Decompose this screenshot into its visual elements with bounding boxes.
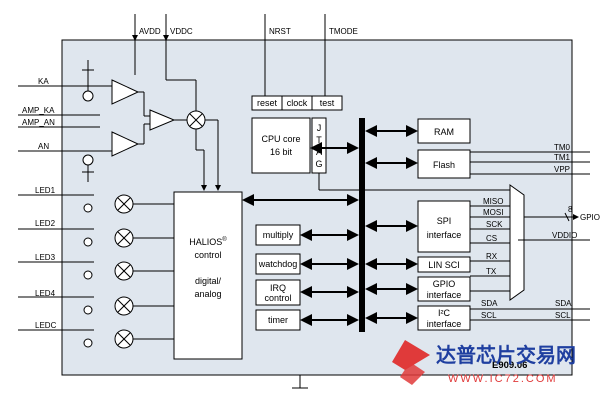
pin-vddc: VDDC (170, 27, 193, 36)
pin-led1: LED1 (35, 186, 56, 195)
halios-control: control (194, 250, 221, 260)
cpu-core-block (251, 117, 311, 174)
ram-block (417, 118, 471, 144)
irq-label: IRQ (270, 283, 286, 293)
sig-mosi: MOSI (483, 208, 503, 217)
halios-digital: digital/ (195, 276, 222, 286)
amp-ka (111, 79, 140, 105)
test-label: test (320, 98, 335, 108)
spi-label: SPI (437, 216, 452, 226)
sig-scl: SCL (481, 311, 497, 320)
lin-sci-label: LIN SCI (428, 260, 460, 270)
pin-amp-an: AMP_AN (22, 118, 55, 127)
lin-sci-block (417, 256, 471, 273)
pin-vddio: VDDIO (552, 231, 577, 240)
sig-cs: CS (486, 234, 497, 243)
jtag-t: T (316, 135, 322, 145)
amp-main (149, 109, 176, 131)
i2c-label: I²C (438, 308, 450, 318)
cpu-core-label: CPU core (261, 134, 300, 144)
ram-label: RAM (434, 127, 454, 137)
sig-sda: SDA (481, 299, 498, 308)
jtag-g: G (315, 159, 322, 169)
multiply-label: multiply (263, 230, 294, 240)
flash-label: Flash (433, 160, 455, 170)
jtag-j: J (317, 123, 322, 133)
pin-ledc: LEDC (35, 321, 57, 330)
i2c-interface-label: interface (427, 319, 462, 329)
pin-an: AN (38, 142, 49, 151)
halios-block (173, 191, 243, 360)
pin-ka: KA (38, 77, 49, 86)
irq-control-label: control (264, 293, 291, 303)
pin-scl: SCL (555, 311, 571, 320)
top-pins: AVDD VDDC NRST TMODE (132, 14, 358, 96)
pin-led2: LED2 (35, 219, 56, 228)
sig-miso: MISO (483, 197, 503, 206)
sig-sck: SCK (486, 220, 503, 229)
pin-tmode: TMODE (329, 27, 358, 36)
main-bus (359, 118, 365, 332)
pin-amp-ka: AMP_KA (22, 106, 55, 115)
pin-gpio: GPIO (580, 213, 600, 222)
led-drivers (18, 194, 174, 349)
pin-mux (509, 184, 525, 301)
sig-rx: RX (486, 252, 498, 261)
reset-label: reset (257, 98, 278, 108)
left-pins: KA AMP_KA AMP_AN AN LED1 LED2 LED3 LED4 … (22, 77, 57, 330)
pin-sda: SDA (555, 299, 572, 308)
sig-tx: TX (486, 267, 497, 276)
watchdog-label: watchdog (258, 259, 298, 269)
control-strip: reset clock test (251, 95, 343, 111)
amp-an (111, 131, 140, 157)
i2c-interface-block (417, 305, 471, 331)
gpio-interface-label: interface (427, 290, 462, 300)
pin-tm0: TM0 (554, 143, 571, 152)
irq-control-block (255, 279, 301, 306)
halios-name: HALIOS® (189, 236, 227, 247)
pin-nrst: NRST (269, 27, 291, 36)
pin-avdd: AVDD (139, 27, 161, 36)
timer-label: timer (268, 315, 288, 325)
watermark-url: WWW.IC72.COM (448, 373, 558, 385)
gpio-label: GPIO (433, 279, 456, 289)
flash-block (417, 149, 471, 179)
spi-interface-block (417, 200, 471, 253)
pin-tm1: TM1 (554, 153, 571, 162)
pin-led4: LED4 (35, 289, 56, 298)
halios-analog: analog (194, 289, 221, 299)
watermark-logo (392, 340, 430, 385)
pin-vpp: VPP (554, 165, 570, 174)
gpio-width: 8 (568, 205, 573, 214)
watermark-cn: 达普芯片交易网 (436, 343, 576, 367)
clock-label: clock (287, 98, 308, 108)
figure-id: E909.06 (492, 360, 527, 371)
gpio-interface-block (417, 276, 471, 302)
pin-led3: LED3 (35, 253, 56, 262)
spi-interface-label: interface (427, 230, 462, 240)
cpu-bits-label: 16 bit (270, 147, 293, 157)
